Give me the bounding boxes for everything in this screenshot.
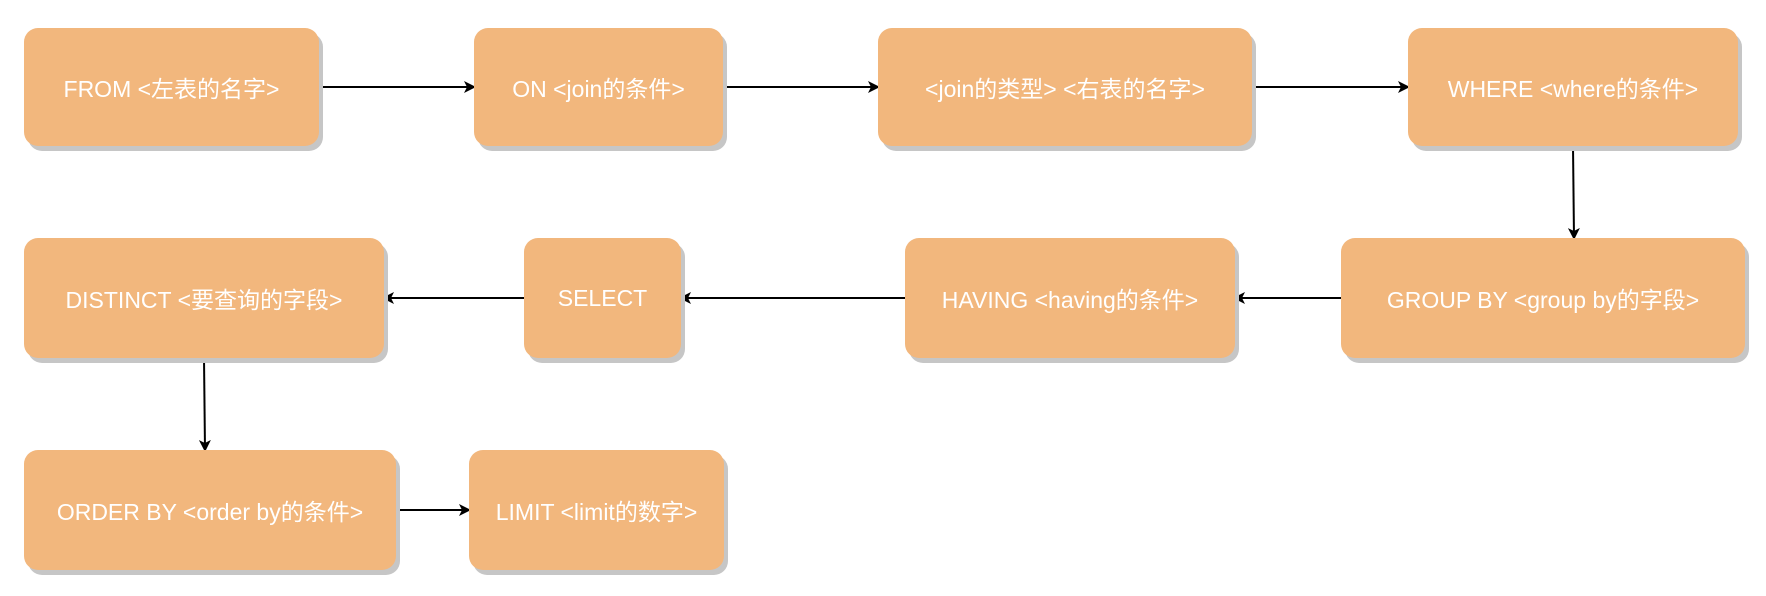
node-label-order-by: ORDER BY <order by的条件> (56, 499, 364, 525)
edge-where-to-group_by (1567, 145, 1580, 240)
node-label-select: SELECT (557, 284, 648, 311)
node-select: SELECT (524, 238, 681, 358)
node-label-on: ON <join的条件> (512, 76, 685, 102)
node-order-by: ORDER BY <order by的条件> (24, 450, 396, 570)
node-on: ON <join的条件> (474, 28, 723, 146)
node-limit: LIMIT <limit的数字> (469, 450, 724, 570)
node-distinct: DISTINCT <要查询的字段> (24, 238, 384, 358)
edge-distinct-to-order_by (198, 357, 211, 452)
node-group-by: GROUP BY <group by的字段> (1341, 238, 1745, 358)
node-label-limit: LIMIT <limit的数字> (495, 499, 698, 525)
node-where: WHERE <where的条件> (1408, 28, 1738, 146)
node-label-join-type: <join的类型> <右表的名字> (925, 76, 1205, 102)
node-having: HAVING <having的条件> (905, 238, 1235, 358)
node-from: FROM <左表的名字> (24, 28, 319, 146)
node-label-distinct: DISTINCT <要查询的字段> (65, 287, 343, 313)
node-label-from: FROM <左表的名字> (63, 76, 280, 102)
node-label-group-by: GROUP BY <group by的字段> (1386, 287, 1700, 313)
node-join-type: <join的类型> <右表的名字> (878, 28, 1252, 146)
node-label-where: WHERE <where的条件> (1447, 76, 1699, 102)
node-label-having: HAVING <having的条件> (941, 287, 1199, 313)
